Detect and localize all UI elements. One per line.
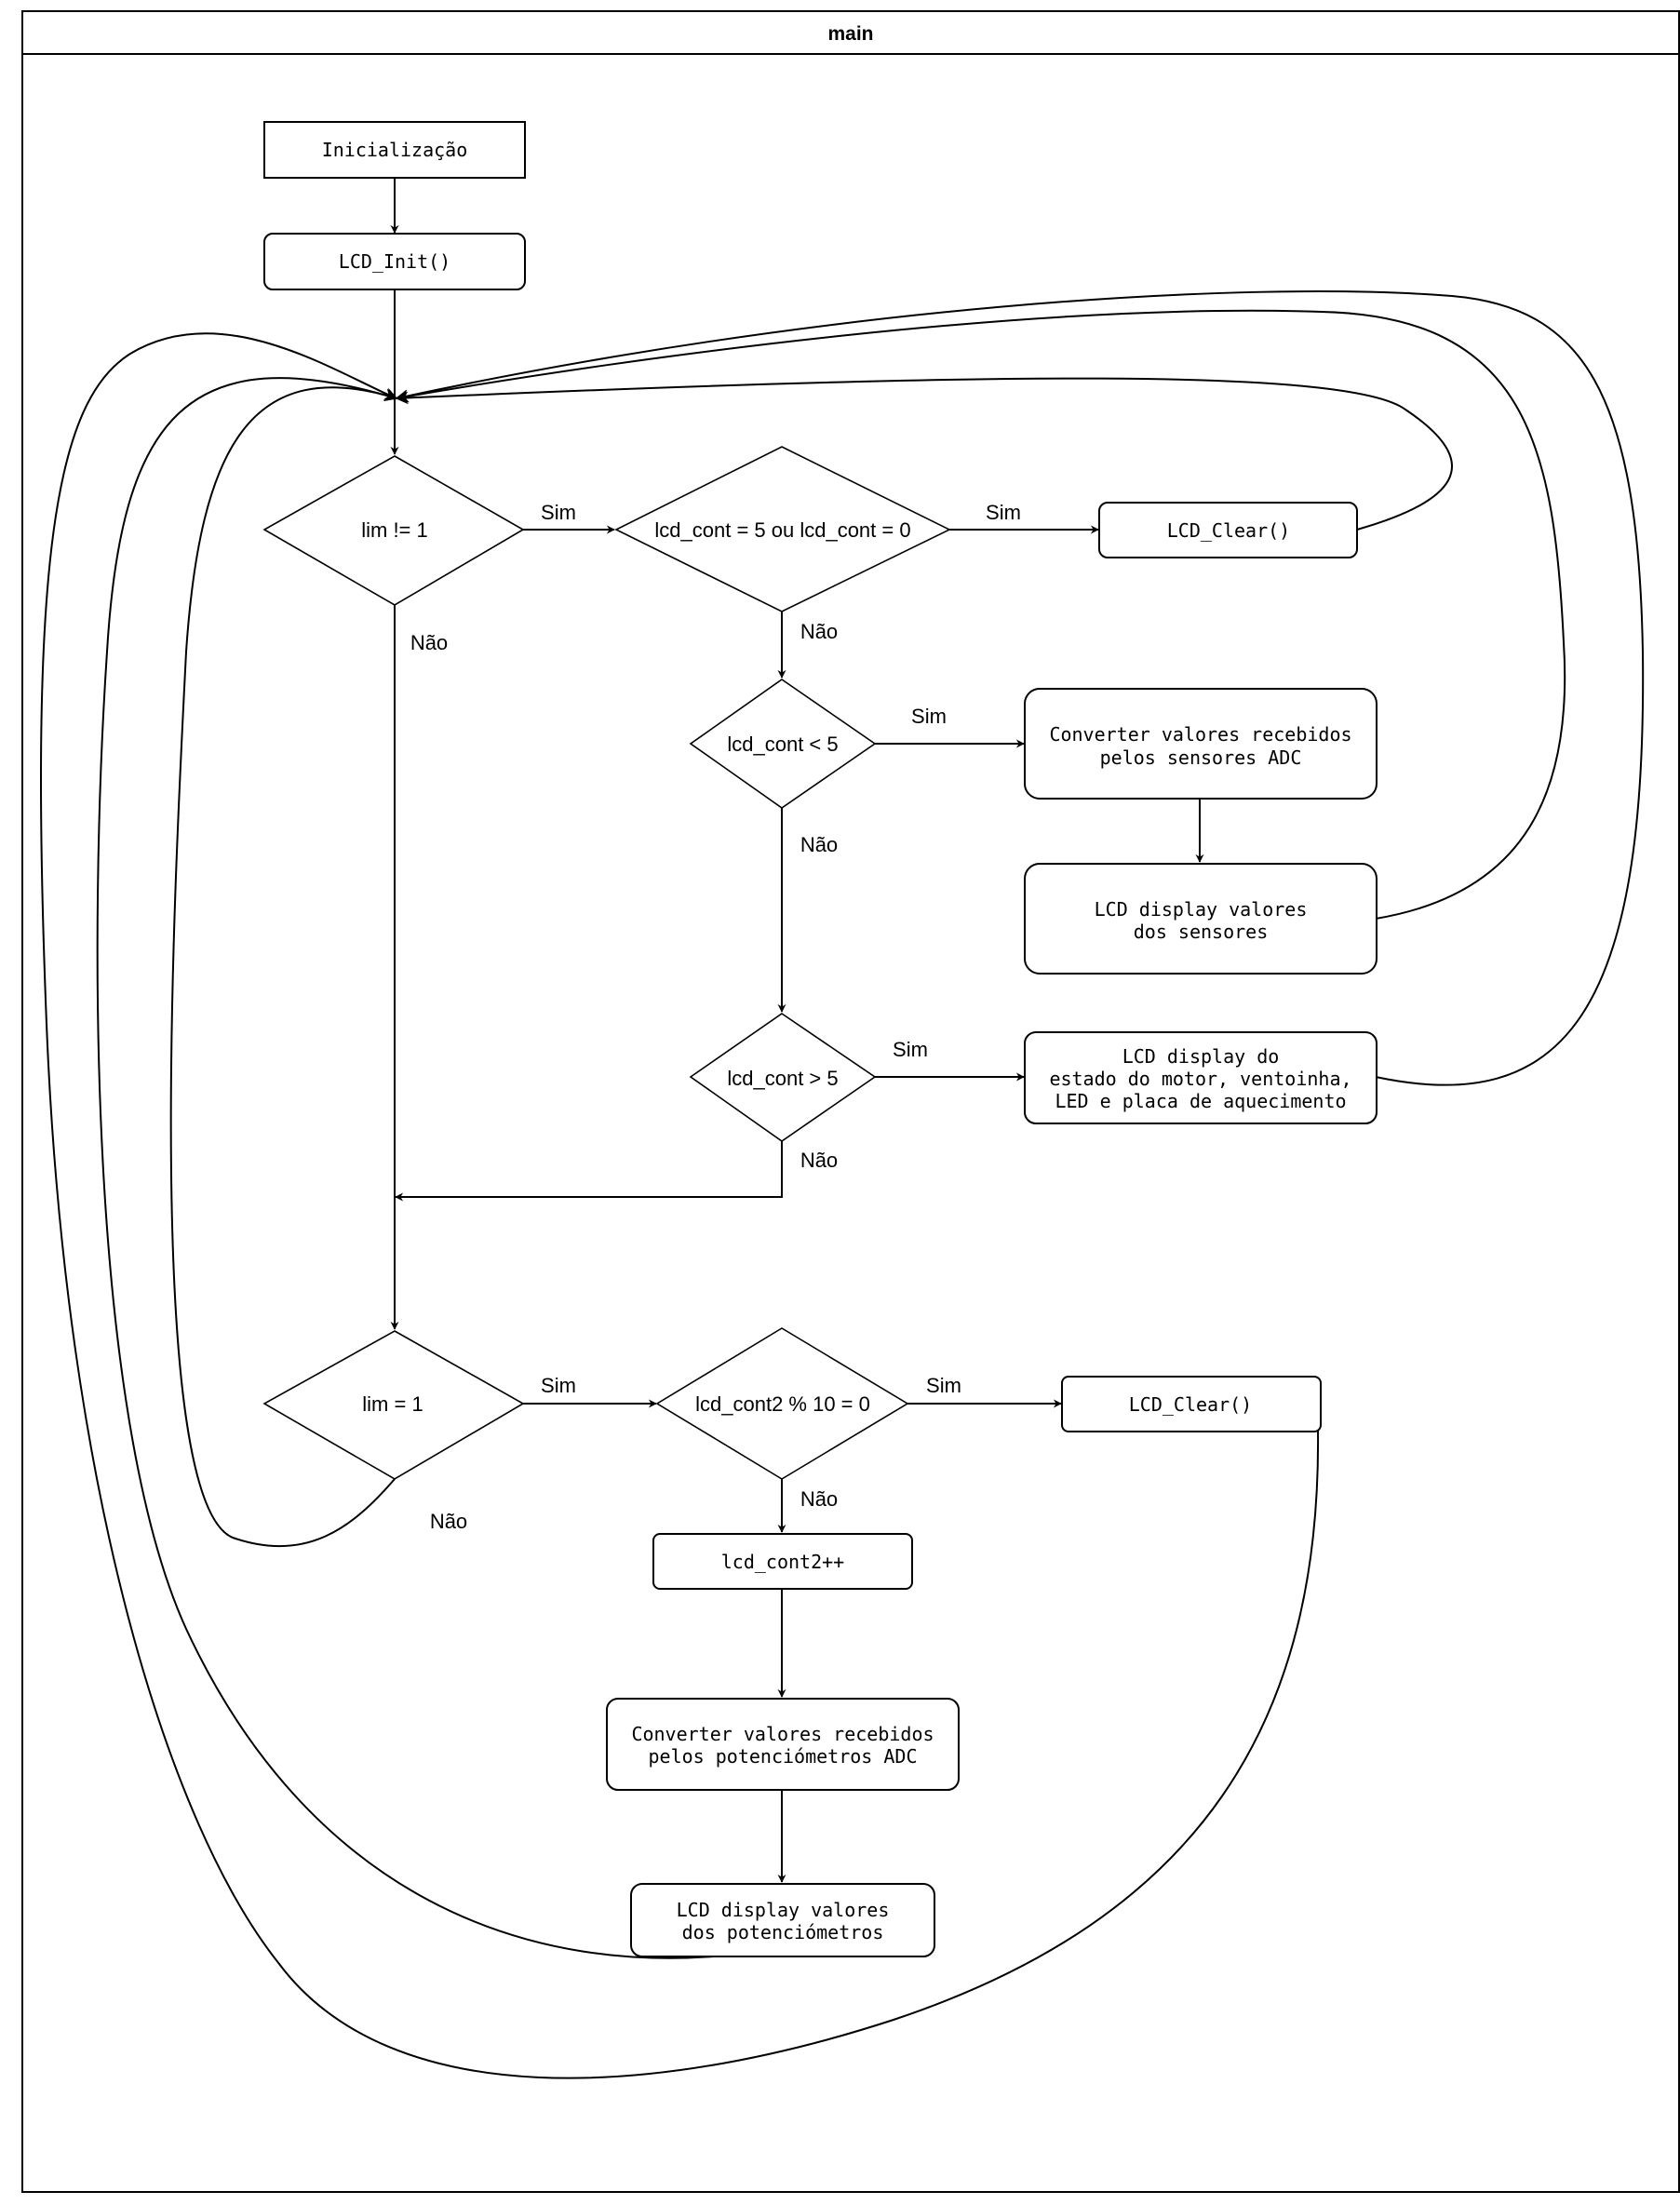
label-cont2-no: Não <box>800 1487 838 1511</box>
edge-loop-clear2 <box>40 332 1320 2079</box>
swimlane-title: main <box>827 23 873 45</box>
label-lim-eq-yes: Sim <box>541 1374 576 1397</box>
edge-loop-clear1 <box>395 377 1453 531</box>
label-cont-lt-no: Não <box>800 833 838 856</box>
edge-loop-display-pots <box>96 377 751 1959</box>
decision-lcd-cont-eq-label: lcd_cont = 5 ou lcd_cont = 0 <box>654 518 910 542</box>
node-display-pots-line2: dos potenciómetros <box>682 1921 884 1943</box>
label-cont-eq-no: Não <box>800 620 838 643</box>
decision-lcd-cont-lt-5-label: lcd_cont < 5 <box>727 733 838 756</box>
swimlane-main: main <box>21 10 1680 2193</box>
decision-lcd-cont-eq: lcd_cont = 5 ou lcd_cont = 0 <box>614 446 951 612</box>
node-lcd-clear-2: LCD_Clear() <box>1061 1376 1322 1432</box>
node-convert-sensors: Converter valores recebidos pelos sensor… <box>1024 688 1378 800</box>
node-convert-sensors-line1: Converter valores recebidos <box>1049 723 1351 746</box>
decision-lim-eq-1-label: lim = 1 <box>362 1392 423 1416</box>
label-lim-eq-no: Não <box>430 1510 467 1533</box>
edge-labels: Sim Sim Não Não Sim Não Sim Não Sim Sim … <box>410 501 1021 1533</box>
label-cont-gt-no: Não <box>800 1149 838 1172</box>
node-convert-pots-line1: Converter valores recebidos <box>631 1723 934 1745</box>
edge-loop-lim-eq-no <box>169 386 398 1548</box>
node-inc-cont2: lcd_cont2++ <box>652 1533 913 1590</box>
node-init-label: Inicialização <box>322 139 468 161</box>
node-init: Inicialização <box>263 121 526 179</box>
node-display-pots: LCD display valores dos potenciómetros <box>630 1883 935 1957</box>
decision-lcd-cont2: lcd_cont2 % 10 = 0 <box>655 1327 909 1480</box>
decision-lcd-cont2-label: lcd_cont2 % 10 = 0 <box>695 1392 870 1416</box>
edges <box>40 178 1645 2079</box>
decision-lcd-cont-gt-5: lcd_cont > 5 <box>689 1013 877 1142</box>
label-lim-yes: Sim <box>541 501 576 524</box>
node-lcd-init: LCD_Init() <box>263 233 526 290</box>
node-inc-cont2-label: lcd_cont2++ <box>721 1551 844 1573</box>
decision-lim-eq-1: lim = 1 <box>262 1330 525 1480</box>
decision-lim-ne-1: lim != 1 <box>262 455 525 606</box>
node-display-sensors-line1: LCD display valores <box>1095 898 1308 921</box>
node-display-pots-line1: LCD display valores <box>677 1899 890 1921</box>
edge-loop-display-state <box>395 290 1645 1086</box>
node-lcd-clear-1: LCD_Clear() <box>1098 502 1358 558</box>
decision-lim-ne-1-label: lim != 1 <box>361 518 428 542</box>
decision-lcd-cont-gt-5-label: lcd_cont > 5 <box>727 1067 838 1090</box>
label-cont-gt-yes: Sim <box>893 1038 928 1061</box>
node-lcd-init-label: LCD_Init() <box>339 250 450 273</box>
node-display-state-line1: LCD display do <box>1122 1045 1280 1068</box>
edge-loop-display-sensors <box>395 309 1566 920</box>
node-display-sensors-line2: dos sensores <box>1134 921 1269 943</box>
label-lim-no: Não <box>410 631 448 654</box>
label-cont-lt-yes: Sim <box>911 705 947 728</box>
node-display-state: LCD display do estado do motor, ventoinh… <box>1024 1031 1378 1124</box>
label-cont2-yes: Sim <box>926 1374 961 1397</box>
decision-lcd-cont-lt-5: lcd_cont < 5 <box>689 679 877 809</box>
node-convert-pots-line2: pelos potenciómetros ADC <box>649 1745 918 1768</box>
node-convert-pots: Converter valores recebidos pelos potenc… <box>606 1698 960 1791</box>
node-display-sensors: LCD display valores dos sensores <box>1024 863 1378 975</box>
node-display-state-line2: estado do motor, ventoinha, <box>1049 1068 1351 1090</box>
node-lcd-clear-1-label: LCD_Clear() <box>1167 519 1290 542</box>
node-convert-sensors-line2: pelos sensores ADC <box>1100 746 1302 769</box>
edge-cont-gt-no <box>395 1141 783 1202</box>
label-cont-eq-yes: Sim <box>986 501 1021 524</box>
node-display-state-line3: LED e placa de aquecimento <box>1055 1090 1346 1112</box>
node-lcd-clear-2-label: LCD_Clear() <box>1129 1393 1252 1416</box>
